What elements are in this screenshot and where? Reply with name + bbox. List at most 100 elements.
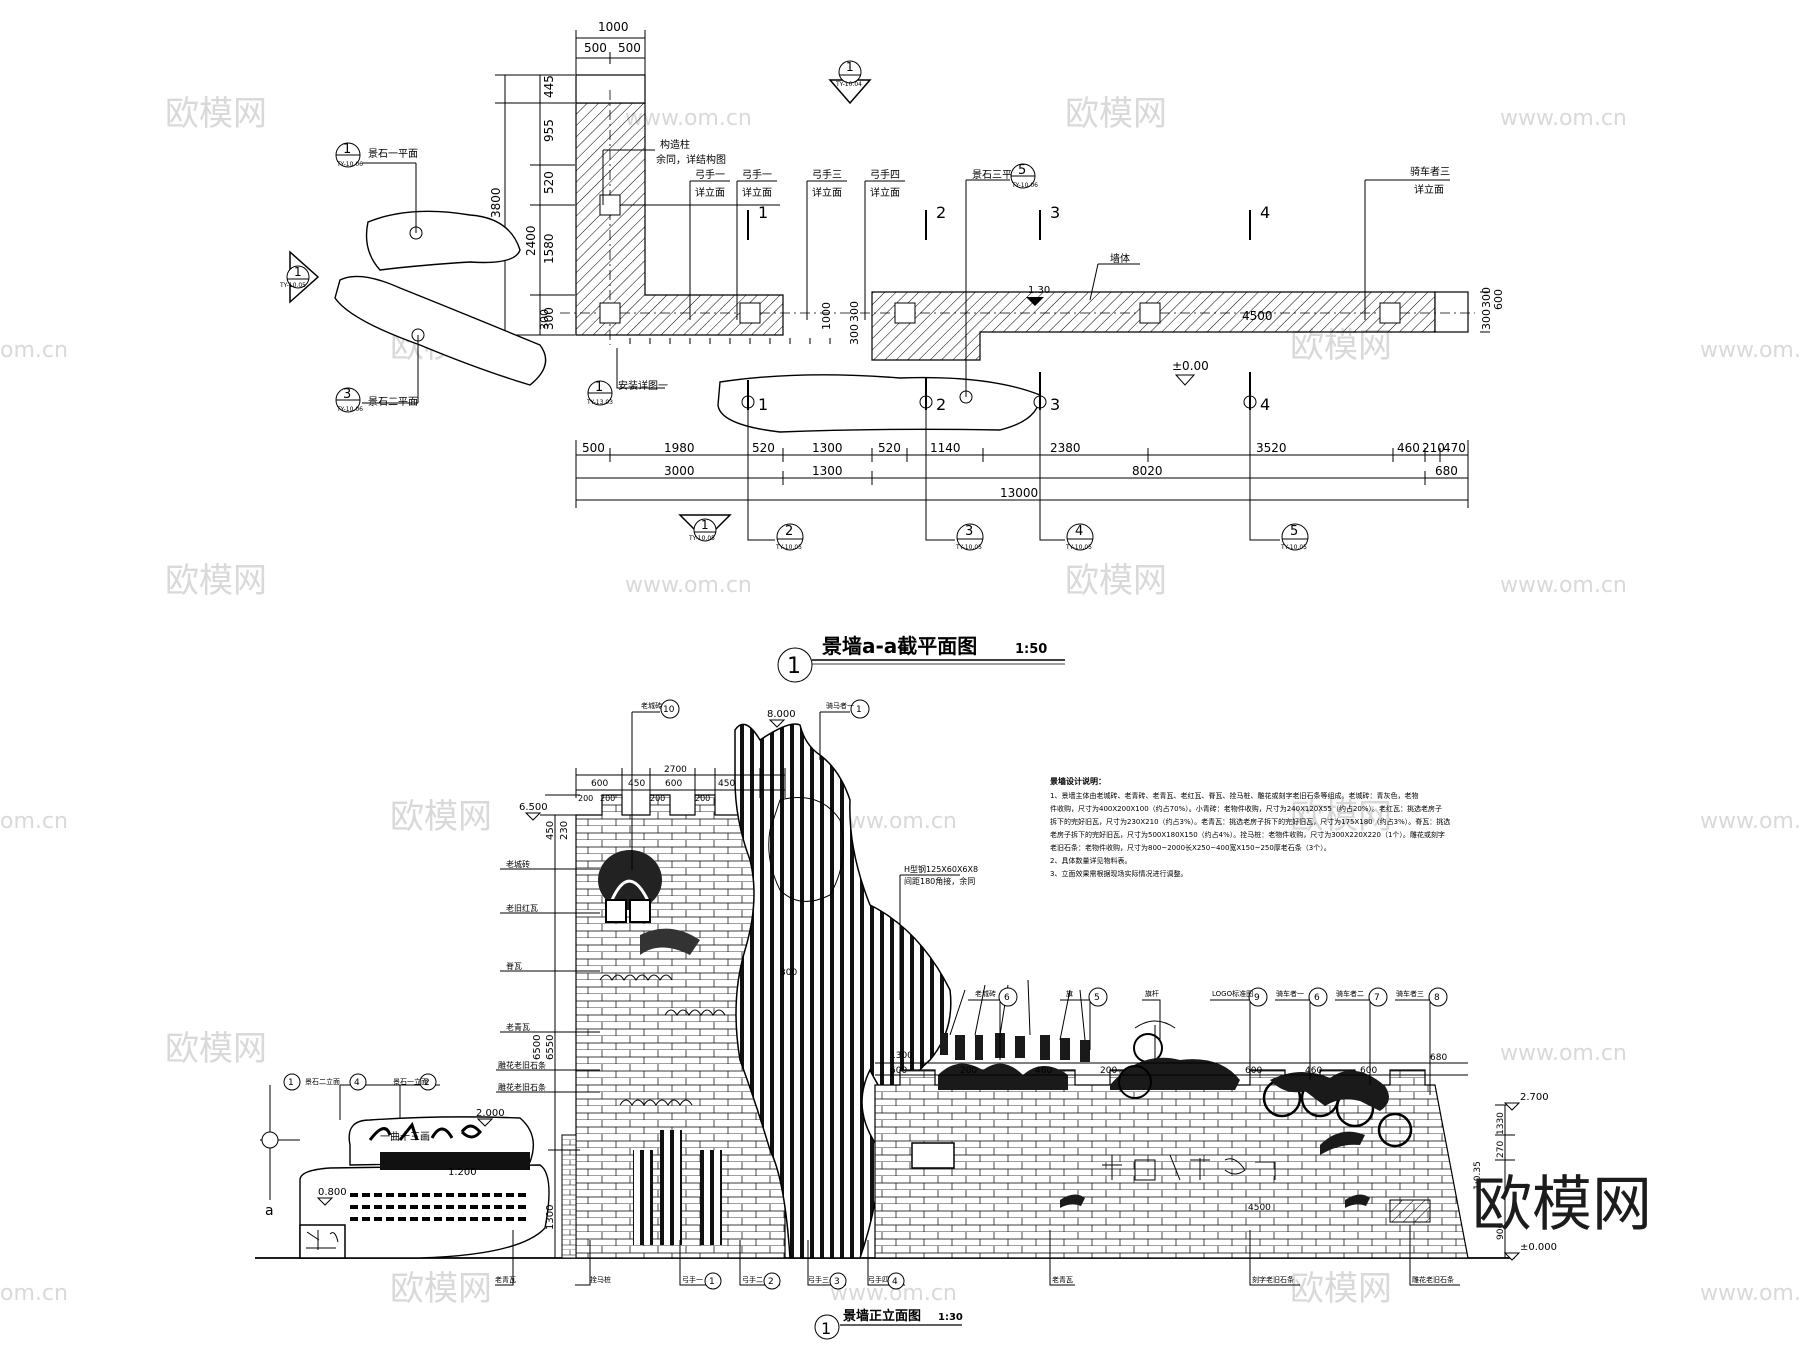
bubble-no: 4 bbox=[892, 1277, 898, 1287]
plan-ref-bubbles: 2 TY-10.05 3 TY-10.05 4 TY-10.05 5 TY-10… bbox=[747, 410, 1309, 551]
dim-text: 500 bbox=[582, 441, 605, 455]
dim-text: 460 bbox=[1397, 441, 1420, 455]
bubble-no: 1 bbox=[288, 1078, 294, 1088]
plan-leaders: 1 TY-10.06 景石一平面 3 TY-10.06 景石二平面 构造柱 余同… bbox=[335, 138, 1450, 413]
leader-label: 雕花老旧石条 bbox=[498, 1082, 546, 1092]
dim-text: 520 bbox=[752, 441, 775, 455]
note-line: 2、具体数量详见物料表。 bbox=[1050, 856, 1131, 865]
plan-title-block: 1 景墙a-a截平面图 1:50 bbox=[777, 634, 1065, 683]
watermark-cn: 欧模网 bbox=[1290, 1269, 1392, 1309]
bubble-no: 2 bbox=[768, 1277, 774, 1287]
dim-text: 470 bbox=[1443, 441, 1466, 455]
emblem-ornament bbox=[598, 850, 700, 955]
dim-text: 445 bbox=[542, 75, 556, 98]
watermark-cn: 欧模网 bbox=[1290, 326, 1392, 366]
bubble-no: 2 bbox=[424, 1078, 430, 1088]
bubble-ref: TY-13.03 bbox=[586, 399, 613, 406]
dim-text: 600 bbox=[591, 779, 608, 789]
plan-view-markers: 1 TY-10.04 1 TY-10.05 1 TY-10.05 bbox=[279, 60, 872, 542]
label-detail: 详立面 bbox=[742, 186, 772, 199]
watermark-url: www.om.cn bbox=[625, 573, 752, 598]
watermark-url-edge: om.cn bbox=[0, 338, 68, 363]
dim-text: 500 bbox=[618, 41, 641, 55]
leader-label: 拴马桩 bbox=[590, 1275, 611, 1284]
leader-label: 弓手二 bbox=[742, 1275, 763, 1284]
dim-text: 900 bbox=[1496, 1223, 1506, 1240]
bubble-no: 4 bbox=[1075, 524, 1083, 539]
plan-anchor-ticks bbox=[629, 338, 831, 344]
elev-right-dims: 1330 270 1:0.35 900 2.700 ±0.000 bbox=[1473, 1092, 1557, 1261]
dim-text: 1000 bbox=[598, 20, 629, 34]
bubble-no: 8 bbox=[1434, 993, 1440, 1003]
dim-text: 1300 bbox=[812, 441, 843, 455]
dim-text: 210 bbox=[1422, 441, 1445, 455]
bubble-no: 6 bbox=[1314, 993, 1320, 1003]
label-wall: 墙体 bbox=[1110, 252, 1130, 265]
section-mark: 2 bbox=[936, 395, 946, 414]
leader-label: 老城砖 bbox=[975, 989, 996, 998]
bubble-no: 7 bbox=[1374, 993, 1380, 1003]
elev-level: ±0.000 bbox=[1520, 1242, 1557, 1253]
dim-text: 460 bbox=[1035, 1066, 1052, 1076]
label-elev: 1.30 bbox=[1028, 285, 1050, 296]
plan-section-marks: 1 2 3 4 1 2 3 4 bbox=[747, 203, 1270, 414]
dim-text: 6550 bbox=[545, 1035, 556, 1060]
bubble-no: 1 bbox=[343, 142, 351, 157]
label-detail: 详立面 bbox=[1414, 183, 1444, 196]
leader-label: 脊瓦 bbox=[506, 961, 522, 971]
plan-right-dims: 300 600 300 1000 300 300 300 4500 bbox=[538, 287, 1505, 345]
bubble-no: 5 bbox=[1290, 524, 1298, 539]
leader-label: 景石一立面 bbox=[393, 1077, 428, 1086]
label-stone1: 景石一平面 bbox=[368, 148, 418, 160]
dim-text: 200 bbox=[1100, 1066, 1117, 1076]
dim-text: 230 bbox=[559, 821, 570, 840]
dim-text: 200 bbox=[960, 1066, 977, 1076]
dim-text: 4500 bbox=[1242, 309, 1273, 323]
dim-text: 460 bbox=[1305, 1066, 1322, 1076]
dim-text: 300 bbox=[538, 309, 551, 330]
dim-text: 8020 bbox=[1132, 464, 1163, 478]
dim-text: 1300 bbox=[890, 1051, 913, 1061]
dim-text: 1000 bbox=[820, 302, 833, 330]
watermark-url: www.om.cn bbox=[1700, 338, 1800, 363]
leader-label: 旗杆 bbox=[1145, 989, 1159, 998]
plan-stone-3 bbox=[717, 374, 1041, 433]
label-column: 构造柱 bbox=[660, 138, 690, 151]
watermark-layer: 欧模网 www.om.cn 欧模网 www.om.cn om.cn 欧模网 欧模… bbox=[0, 94, 1800, 1309]
watermark-url: www.om.cn bbox=[625, 106, 752, 131]
leader-label: 老青瓦 bbox=[495, 1275, 516, 1284]
elev-stone-band bbox=[380, 1152, 530, 1170]
dim-text: 600 bbox=[1360, 1066, 1377, 1076]
plan-stone-1 bbox=[365, 210, 521, 271]
elev-level: 6.500 bbox=[519, 802, 548, 813]
dim-text: 600 bbox=[1492, 289, 1505, 310]
dim-text: 300 bbox=[1480, 287, 1493, 308]
elev-level: 0.800 bbox=[318, 1187, 347, 1198]
elev-level: 2.000 bbox=[476, 1108, 505, 1119]
leader-label: 老青瓦 bbox=[506, 1022, 530, 1032]
watermark-url-edge: om.cn bbox=[0, 1281, 68, 1306]
label-rider: 骑车者三 bbox=[1410, 165, 1450, 178]
label-archer: 弓手四 bbox=[870, 168, 900, 181]
leader-label: 刻字老旧石条 bbox=[1252, 1275, 1294, 1284]
watermark-url: www.om.cn bbox=[1500, 573, 1627, 598]
bubble-no: 2 bbox=[785, 524, 793, 539]
bubble-ref: TY-10.05 bbox=[1065, 544, 1092, 551]
dim-text: 300 bbox=[848, 301, 861, 322]
title-index: 1 bbox=[821, 1319, 831, 1338]
dim-text: 2400 bbox=[524, 225, 538, 256]
view-no: 1 bbox=[701, 518, 709, 532]
label-install: 安装详图一 bbox=[618, 379, 668, 392]
elev-left-leaders: 老城砖 老旧红瓦 脊瓦 老青瓦 雕花老旧石条 雕花老旧石条 bbox=[496, 859, 600, 1093]
note-line: 拆下的完好旧瓦，尺寸为230X210（约占3%）。老青瓦：挑选老房子拆下的完好旧… bbox=[1050, 817, 1450, 826]
note-line: 3、立面效果需根据现场实际情况进行调整。 bbox=[1050, 869, 1187, 878]
dim-text: 3000 bbox=[664, 464, 695, 478]
label-archer: 弓手一 bbox=[742, 168, 772, 181]
label-detail: 详立面 bbox=[870, 186, 900, 199]
design-notes: 景墙设计说明： 1、景墙主体由老城砖、老青砖、老青瓦、老红瓦、脊瓦、拴马桩、雕花… bbox=[1050, 776, 1450, 878]
dim-text: 520 bbox=[878, 441, 901, 455]
leader-label: 老城砖 bbox=[641, 701, 662, 710]
dim-text: 600 bbox=[890, 1066, 907, 1076]
section-mark: 3 bbox=[1050, 203, 1060, 222]
elev-stone-2 bbox=[299, 1164, 550, 1259]
